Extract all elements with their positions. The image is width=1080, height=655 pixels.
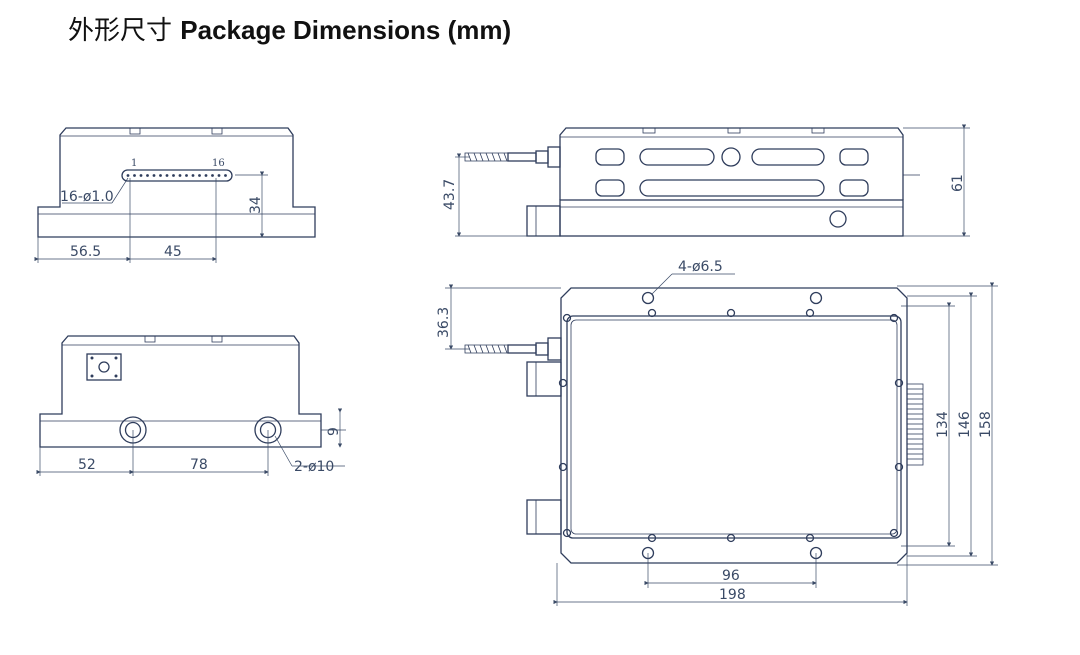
dim-96: 96: [722, 568, 740, 584]
dim-52: 52: [78, 457, 96, 473]
pin-row: [126, 174, 227, 177]
mount-hole: [641, 291, 655, 305]
dim-43-7: 43.7: [442, 179, 458, 210]
dim-9: 9: [326, 427, 342, 436]
hole-callout: 4-ø6.5: [678, 259, 723, 275]
dim-158: 158: [978, 411, 994, 438]
front-view-lower: 52 78 2-ø10 9: [36, 335, 346, 476]
dim-198: 198: [719, 587, 746, 603]
dim-56-5: 56.5: [70, 244, 101, 260]
page-title: 外形尺寸 Package Dimensions (mm): [68, 10, 511, 47]
pin-label-last: 16: [212, 158, 225, 169]
front-view-upper: 1 16 16-ø1.0 56.5 45 34: [34, 127, 316, 263]
dim-45: 45: [164, 244, 182, 260]
dim-146: 146: [957, 411, 973, 438]
top-view: 4-ø6.5 36.3 96 198 134 146 158: [436, 259, 998, 606]
pin-connector: [121, 169, 233, 182]
title-english: Package Dimensions (mm): [180, 15, 512, 45]
dim-134: 134: [935, 411, 951, 438]
sma-connector: [86, 353, 122, 381]
pin-callout: 16-ø1.0: [60, 189, 114, 205]
side-view: 43.7 61: [442, 124, 970, 237]
port-callout: 2-ø10: [294, 459, 334, 475]
dim-34: 34: [248, 196, 264, 214]
dim-78: 78: [190, 457, 208, 473]
dim-36-3: 36.3: [436, 307, 452, 338]
pin-label-first: 1: [131, 158, 137, 169]
title-chinese: 外形尺寸: [68, 16, 173, 46]
dim-61: 61: [950, 174, 966, 192]
